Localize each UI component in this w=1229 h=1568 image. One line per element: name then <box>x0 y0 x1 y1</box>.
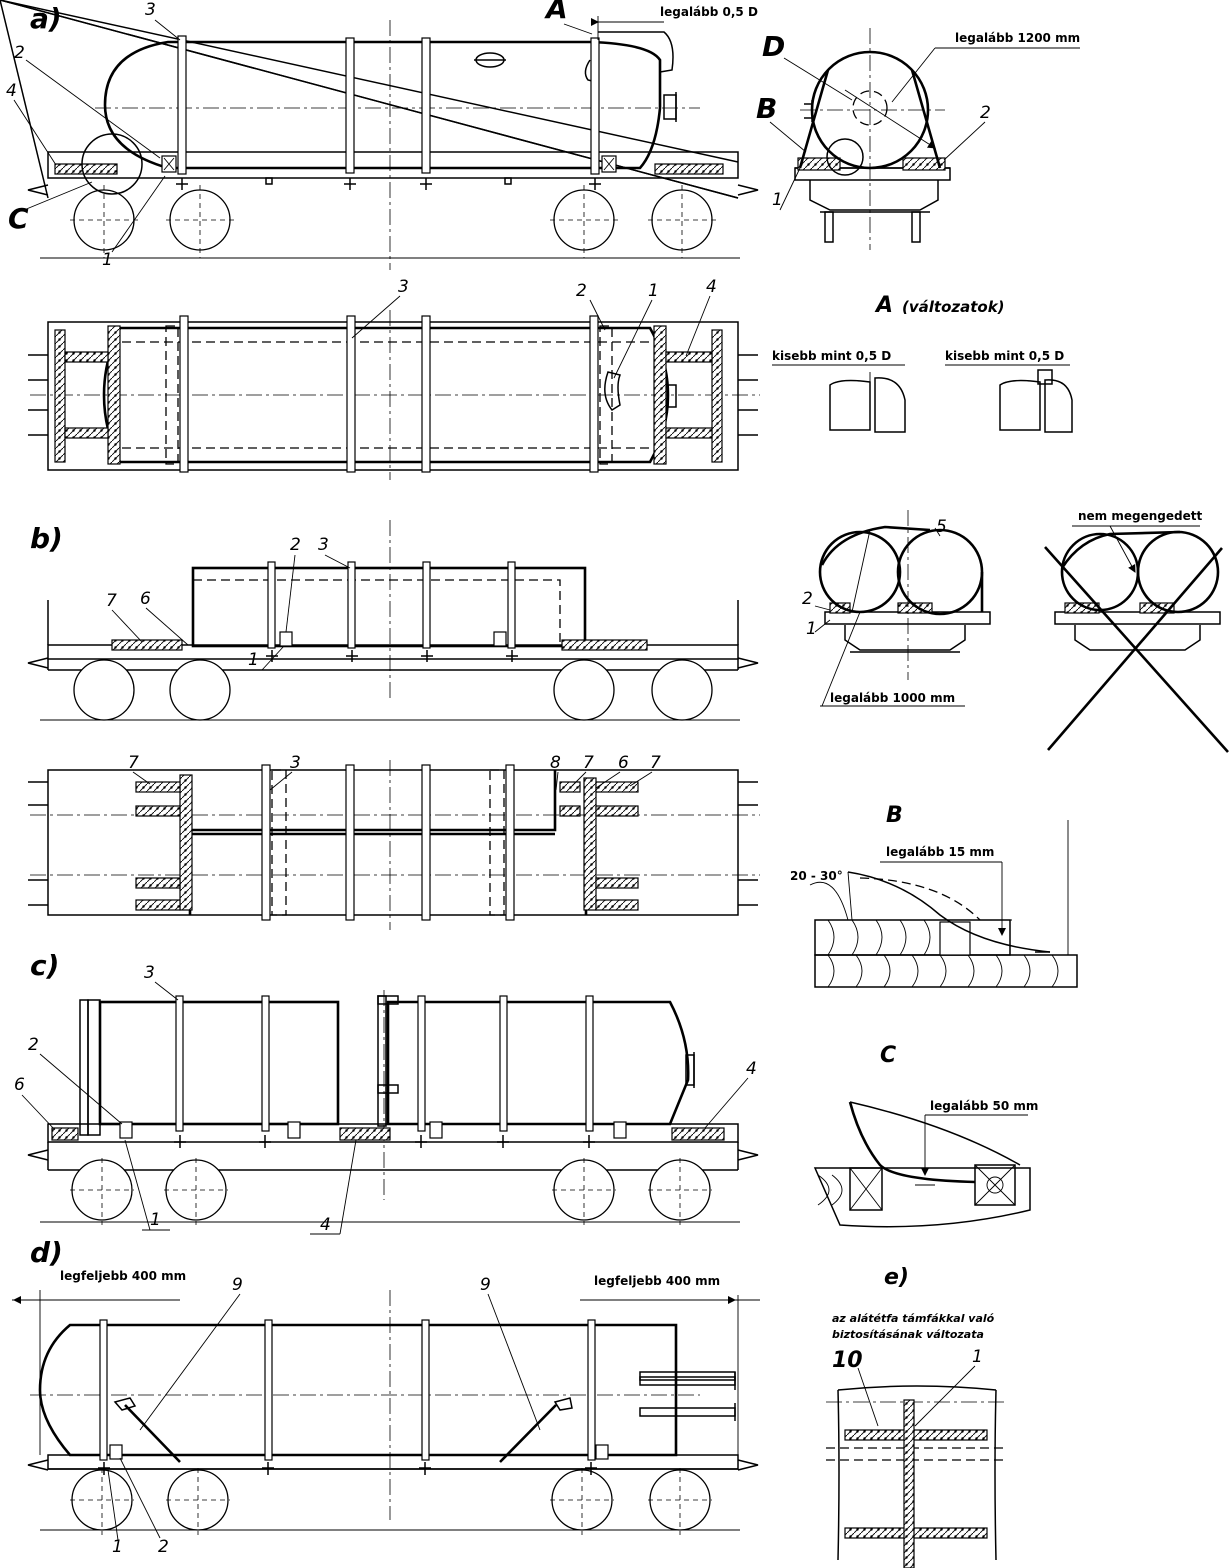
detail-b: B 20 - 30° legalább 15 mm <box>790 803 1078 988</box>
dim-min-1000: legalább 1000 mm <box>830 691 955 705</box>
callout-1-c: 1 <box>150 1210 161 1230</box>
detail-a-variants: A (változatok) kisebb mint 0,5 D kisebb … <box>772 293 1073 433</box>
callout-7-b-top-mid: 7 <box>583 753 594 773</box>
callout-2-d: 2 <box>158 1537 169 1557</box>
view-a-top: 3 2 1 4 <box>28 277 760 480</box>
dim-max-400-left: legfeljebb 400 mm <box>60 1269 186 1283</box>
dim-half-d: legalább 0,5 D <box>660 5 758 19</box>
callout-2-top: 2 <box>576 281 587 301</box>
callout-1-b: 1 <box>248 650 259 670</box>
callout-6-b: 6 <box>140 589 151 609</box>
detail-label-c: C <box>8 202 29 235</box>
dim-angle-20-30: 20 - 30° <box>790 869 843 883</box>
callout-8-b: 8 <box>550 753 561 773</box>
callout-2-c: 2 <box>28 1035 39 1055</box>
callout-3-b-top: 3 <box>290 753 301 773</box>
section-label-b: b) <box>30 522 63 555</box>
label-not-allowed: nem megengedett <box>1078 509 1202 523</box>
callout-1-b-end: 1 <box>806 619 817 639</box>
detail-a-title: A <box>874 293 893 318</box>
callout-7-b-top-left: 7 <box>128 753 139 773</box>
view-b-end-allowed: 5 2 1 legalább 1000 mm <box>802 510 991 707</box>
e-note-line2: biztosításának változata <box>832 1328 984 1341</box>
callout-2-b: 2 <box>290 535 301 555</box>
callout-1-e: 1 <box>972 1347 983 1367</box>
view-a-side: a) <box>0 0 759 270</box>
detail-c: C legalább 50 mm <box>813 1043 1038 1228</box>
callout-3-c: 3 <box>144 963 155 983</box>
callout-6-c: 6 <box>14 1075 25 1095</box>
flatcar-platform <box>0 0 759 199</box>
callout-9-left: 9 <box>232 1275 243 1295</box>
view-b-end-not-allowed: nem megengedett <box>1044 509 1229 753</box>
timber-pads <box>54 163 724 175</box>
cargo-box-upper <box>191 566 587 648</box>
cargo-right <box>386 1000 690 1126</box>
callout-10: 10 <box>832 1348 863 1373</box>
callout-5-b: 5 <box>936 517 947 537</box>
cargo-left <box>98 1000 340 1126</box>
detail-c-title: C <box>880 1043 896 1068</box>
view-a-end: D legalább 1200 mm B 2 1 <box>756 28 1080 250</box>
section-label-c: c) <box>30 949 59 982</box>
callout-2-end: 2 <box>980 103 991 123</box>
callout-7-b-top-right: 7 <box>650 753 661 773</box>
pipe-cargo <box>38 1323 678 1457</box>
callout-1-end: 1 <box>772 190 783 210</box>
callout-4-c-bottom: 4 <box>320 1215 331 1235</box>
detail-label-a: A <box>544 0 568 25</box>
dim-less-half-d-right: kisebb mint 0,5 D <box>945 349 1064 363</box>
callout-4-c-right: 4 <box>746 1059 757 1079</box>
detail-c-circle <box>81 133 143 195</box>
callout-1: 1 <box>102 250 113 270</box>
view-b-top: 7 3 8 7 6 7 <box>28 753 760 930</box>
view-e: e) az alátétfa támfákkal való biztosítás… <box>826 1265 1008 1568</box>
dim-min-15: legalább 15 mm <box>886 845 994 859</box>
callout-6-b-top: 6 <box>618 753 629 773</box>
detail-label-b: B <box>756 92 777 125</box>
callout-2: 2 <box>14 43 25 63</box>
dim-min-50: legalább 50 mm <box>930 1099 1038 1113</box>
detail-b-title: B <box>886 803 903 828</box>
view-b-side: b) 7 6 2 3 1 <box>27 520 759 721</box>
callout-3-top: 3 <box>398 277 409 297</box>
wheelset-group <box>70 185 716 258</box>
detail-a-subtitle: (változatok) <box>902 298 1005 316</box>
view-c-side: c) 3 2 <box>14 949 759 1235</box>
dim-max-400-right: legfeljebb 400 mm <box>594 1274 720 1288</box>
dim-min-1200: legalább 1200 mm <box>955 31 1080 45</box>
callout-3-b: 3 <box>318 535 329 555</box>
callout-4-top: 4 <box>706 277 717 297</box>
callout-4: 4 <box>6 81 17 101</box>
dim-less-half-d-left: kisebb mint 0,5 D <box>772 349 891 363</box>
callout-7-b: 7 <box>106 591 117 611</box>
callout-9-right: 9 <box>480 1275 491 1295</box>
view-d-side: d) legfeljebb 400 mm legfeljebb 400 mm <box>12 1236 760 1557</box>
callout-1-d: 1 <box>112 1537 123 1557</box>
section-label-e: e) <box>884 1265 909 1290</box>
section-label-d: d) <box>30 1236 63 1269</box>
detail-b-circle <box>826 138 864 176</box>
e-note-line1: az alátétfa támfákkal való <box>832 1312 995 1325</box>
callout-2-b-end: 2 <box>802 589 813 609</box>
strap-group <box>176 35 601 190</box>
callout-3: 3 <box>145 0 156 20</box>
wedge-blocks <box>161 155 617 173</box>
callout-1-top: 1 <box>648 281 659 301</box>
detail-label-d: D <box>762 30 785 63</box>
